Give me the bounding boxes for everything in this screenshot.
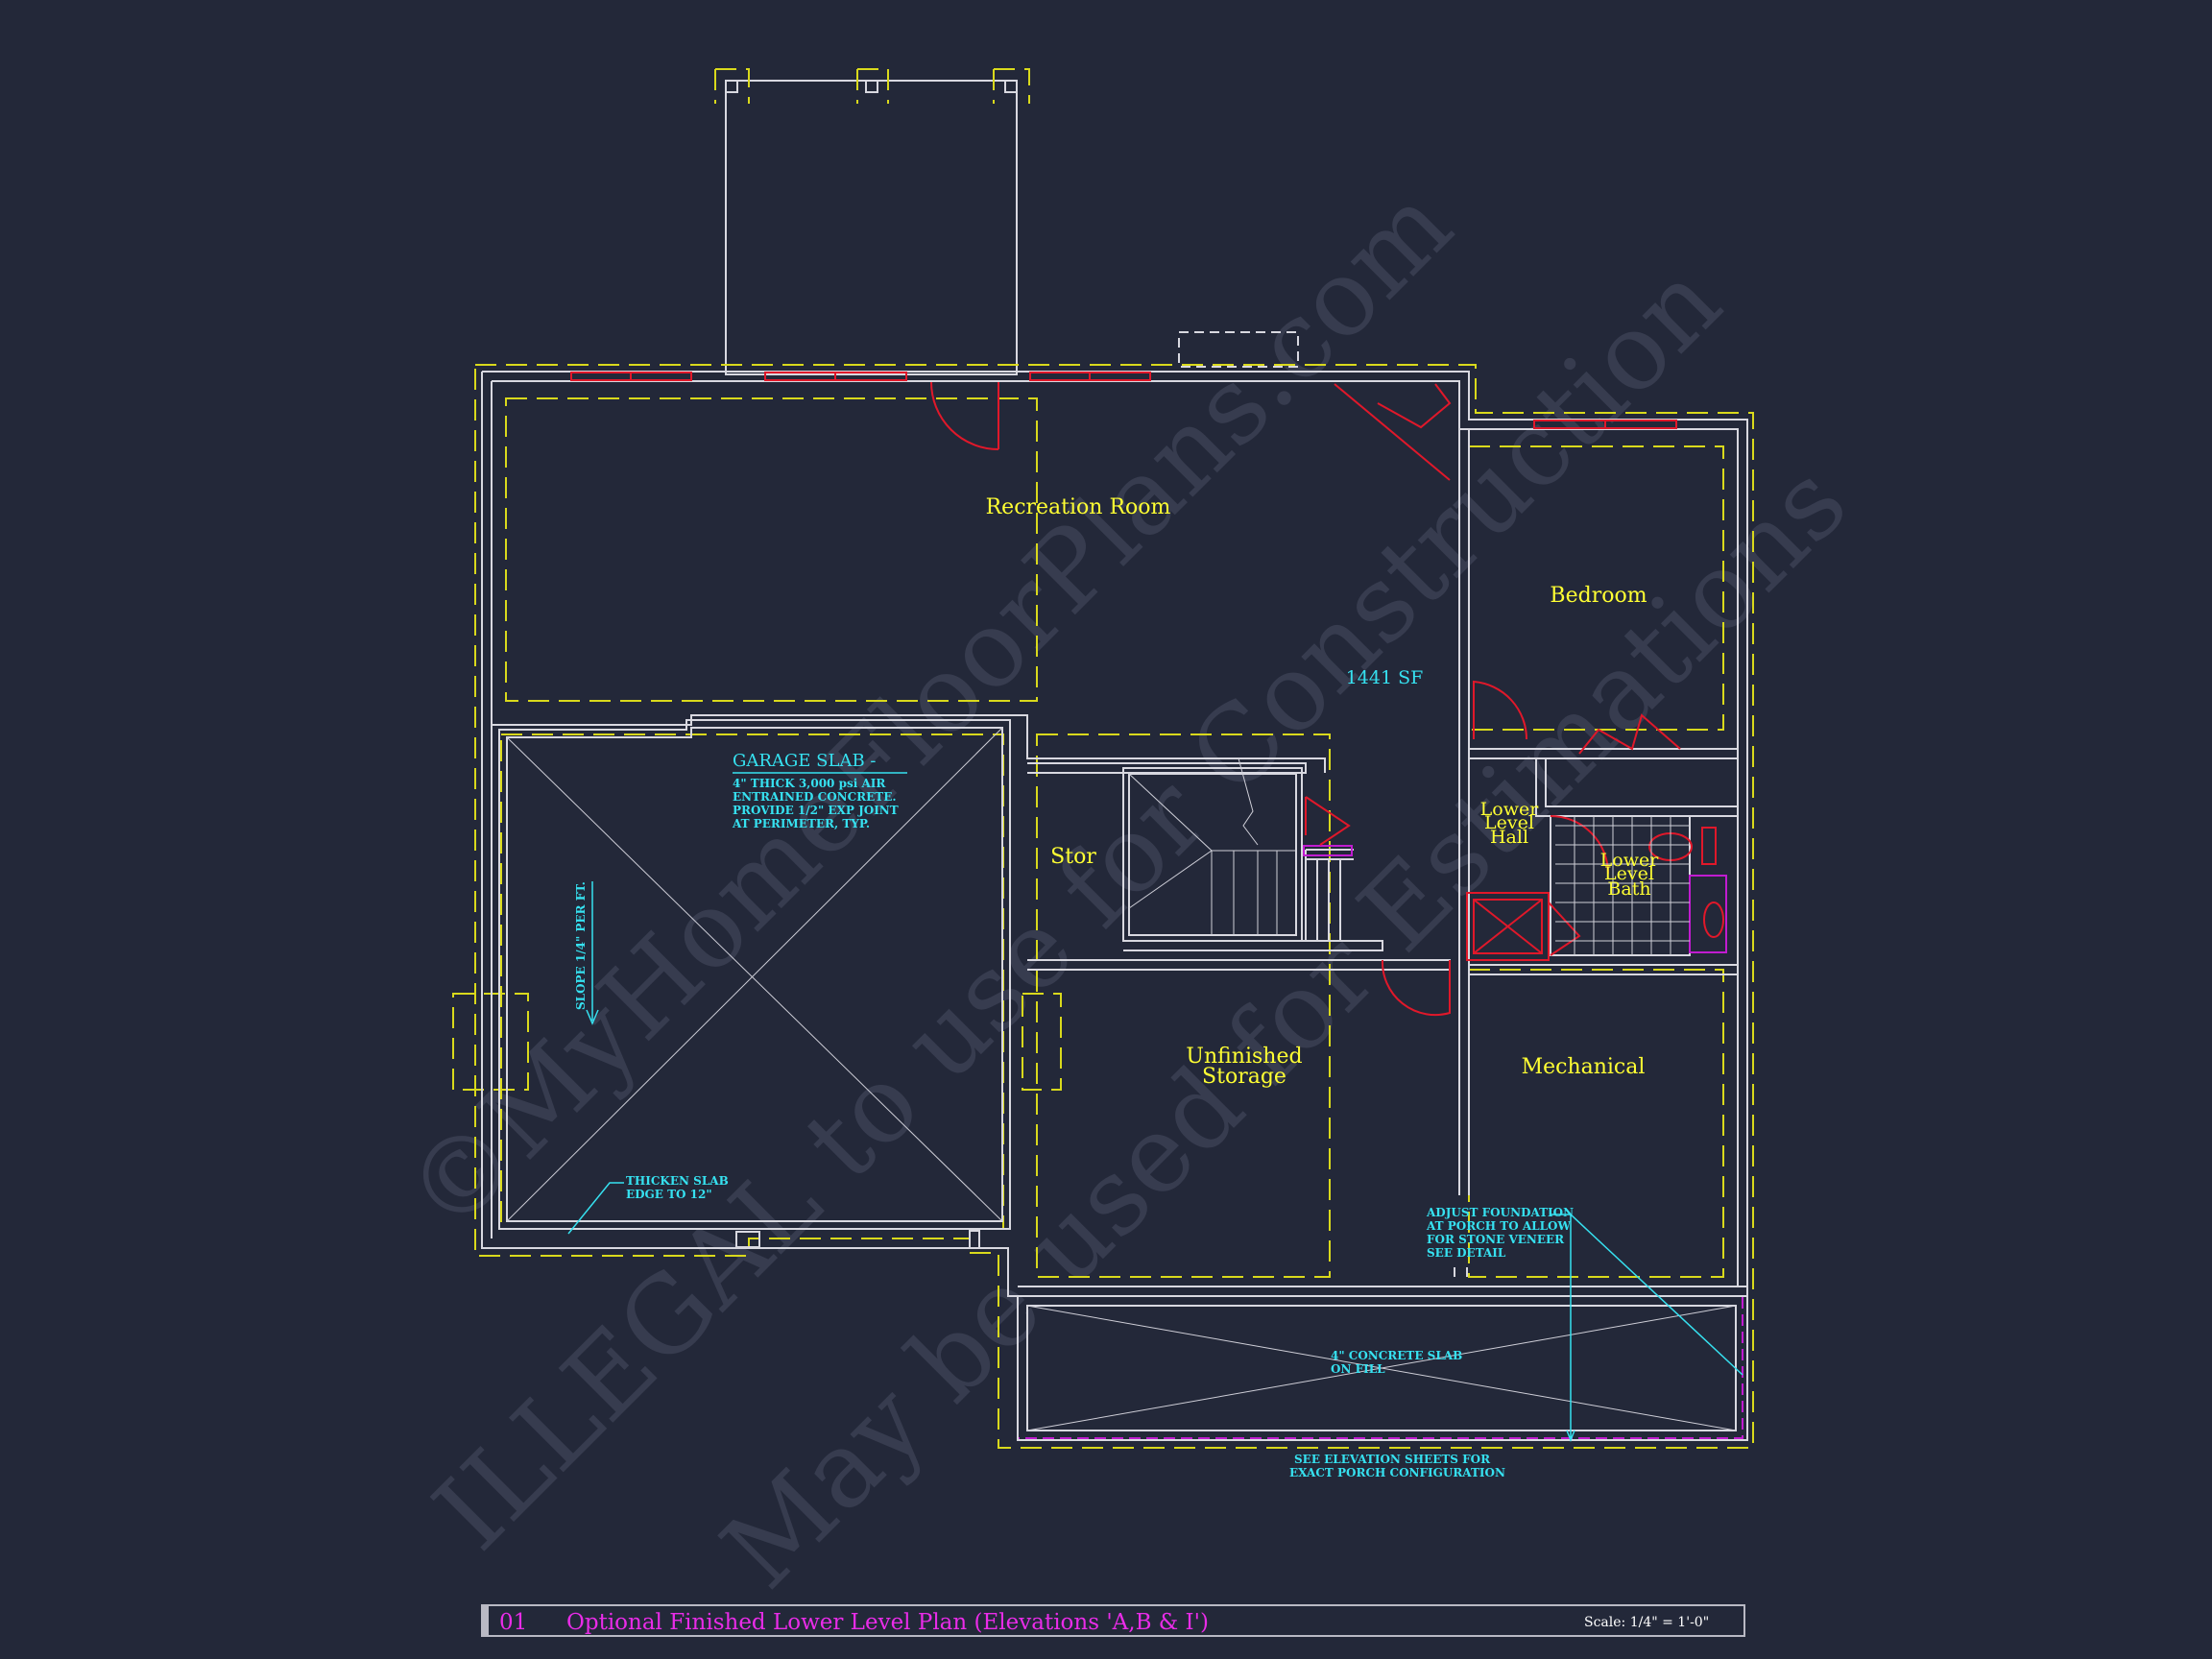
- garage-note-2: ENTRAINED CONCRETE.: [733, 790, 897, 804]
- title-block: 01 Optional Finished Lower Level Plan (E…: [481, 1604, 1745, 1637]
- label-hall-2: Level: [1484, 812, 1534, 833]
- label-recreation-room: Recreation Room: [986, 495, 1171, 519]
- label-mechanical: Mechanical: [1522, 1055, 1646, 1079]
- garage-note-4: AT PERIMETER, TYP.: [732, 817, 870, 830]
- label-hall-1: Lower: [1480, 799, 1540, 820]
- sheet-number: 01: [499, 1610, 527, 1635]
- adjust-note-4: SEE DETAIL: [1427, 1246, 1506, 1260]
- elevation-note-1: SEE ELEVATION SHEETS FOR: [1294, 1453, 1491, 1466]
- thicken-note-2: EDGE TO 12": [626, 1188, 712, 1201]
- room-labels: Recreation Room Bedroom Stor Lower Level…: [986, 495, 1660, 1089]
- rear-pergola: [714, 68, 1299, 375]
- area-label: 1441 SF: [1346, 667, 1424, 688]
- label-bath-3: Bath: [1607, 878, 1650, 900]
- label-unfinished-2: Storage: [1202, 1065, 1286, 1089]
- adjust-note-3: FOR STONE VENEER: [1427, 1233, 1565, 1246]
- label-hall-3: Hall: [1490, 827, 1528, 848]
- garage-note-1: 4" THICK 3,000 psi AIR: [733, 777, 886, 790]
- adjust-note-2: AT PORCH TO ALLOW: [1426, 1219, 1571, 1233]
- watermark-line-2: ILLEGAL to use for Construction: [411, 240, 1744, 1574]
- label-unfinished-1: Unfinished: [1186, 1045, 1302, 1069]
- foundation-outline: [452, 364, 1754, 1449]
- label-stor: Stor: [1050, 845, 1096, 869]
- windows: [570, 372, 1677, 429]
- thicken-note-1: THICKEN SLAB: [626, 1174, 729, 1188]
- porch-slab-note-1: 4" CONCRETE SLAB: [1331, 1349, 1462, 1362]
- garage-slab-title: GARAGE SLAB -: [733, 751, 876, 771]
- label-bath-1: Lower: [1600, 850, 1660, 871]
- sheet-title: Optional Finished Lower Level Plan (Elev…: [566, 1610, 1209, 1635]
- slope-note: SLOPE 1/4" PER FT.: [574, 881, 588, 1010]
- doors: [930, 381, 1727, 1017]
- notes: GARAGE SLAB - 4" THICK 3,000 psi AIR ENT…: [567, 751, 1743, 1479]
- label-bath-2: Level: [1604, 863, 1654, 884]
- adjust-note-1: ADJUST FOUNDATION: [1426, 1206, 1574, 1219]
- garage: [498, 719, 1011, 1248]
- garage-note-3: PROVIDE 1/2" EXP JOINT: [733, 804, 899, 817]
- stairs: [1122, 757, 1383, 951]
- sheet-scale: Scale: 1/4" = 1'-0": [1584, 1615, 1709, 1630]
- elevation-note-2: EXACT PORCH CONFIGURATION: [1289, 1466, 1505, 1479]
- label-bedroom: Bedroom: [1550, 584, 1647, 608]
- porch-slab-note-2: ON FILL: [1331, 1362, 1385, 1376]
